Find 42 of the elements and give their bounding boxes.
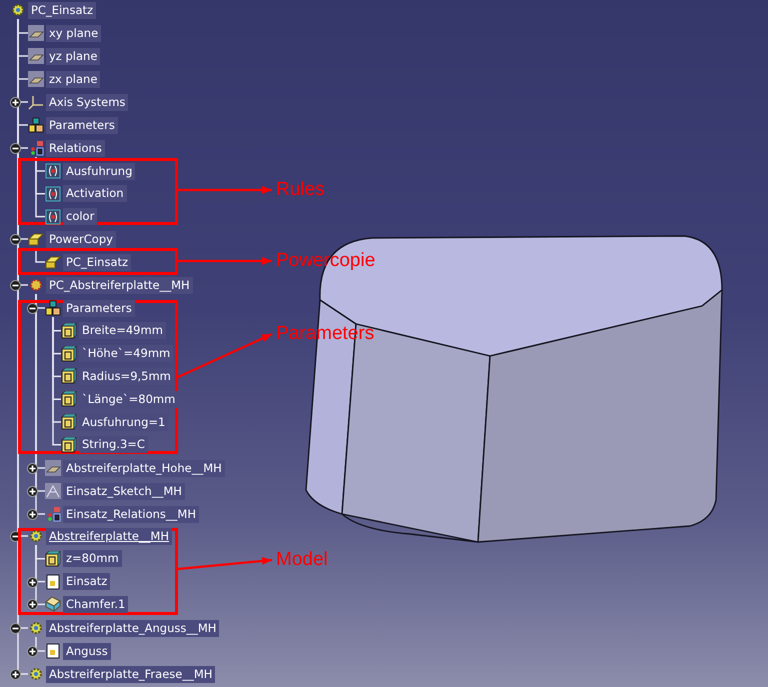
tree-item-label: Parameters (63, 300, 135, 316)
tree-line (35, 545, 45, 606)
tree-item-label: PC_Einsatz (28, 2, 96, 18)
callout-label: Rules (276, 179, 325, 201)
tree-line (35, 157, 45, 218)
tree-line (35, 637, 45, 652)
tree-item-label: Abstreiferplatte__MH (46, 528, 172, 544)
tree-item-label: PC_Einsatz (63, 254, 132, 270)
arrow (178, 556, 272, 570)
highlight-frame (18, 528, 178, 615)
tree-item-label: Abstreiferplatte_Hohe__MH (63, 460, 225, 476)
tree-item-label: xy plane (46, 24, 102, 42)
tree-item-label: Abstreiferplatte_Anguss__MH (46, 620, 220, 636)
tree-item-label: Einsatz_Sketch__MH (63, 482, 185, 500)
tree-item-label: Chamfer.1 (63, 596, 128, 613)
tree-item-label: zx plane (46, 70, 100, 88)
tree-item-label: yz plane (46, 48, 100, 64)
tree-item-label: color (63, 208, 98, 226)
tree-item-label: String.3=C (79, 436, 148, 454)
tree-item-label: Einsatz (63, 573, 110, 590)
arrow (178, 333, 272, 378)
tree-item-label: Abstreiferplatte_Fraese__MH (46, 666, 216, 682)
tree-item-label: Breite=49mm (79, 322, 166, 340)
tree-item-label: Activation (63, 185, 127, 202)
tree-item-label: Anguss (63, 642, 111, 660)
tree-item-label: Parameters (46, 116, 118, 134)
callout-label: Model (276, 549, 328, 571)
tree-line (35, 248, 45, 263)
tree-item-label: PC_Abstreiferplatte__MH (46, 276, 193, 294)
tree-item-label: Einsatz_Relations__MH (63, 506, 199, 522)
tree-item-label: PowerCopy (46, 230, 116, 248)
highlight-frame (18, 248, 178, 275)
arrow (178, 257, 272, 265)
tree-line (52, 317, 61, 446)
tree-item-label: z=80mm (63, 550, 122, 568)
tree-item-label: Ausfuhrung (63, 162, 136, 180)
arrow (178, 186, 272, 194)
tree-item-label: Axis Systems (46, 94, 128, 110)
tree-item-label: Relations (46, 140, 105, 156)
highlight-frame (18, 300, 178, 454)
highlight-frame (18, 158, 178, 225)
tree-item-label: `Höhe`=49mm (79, 345, 174, 362)
